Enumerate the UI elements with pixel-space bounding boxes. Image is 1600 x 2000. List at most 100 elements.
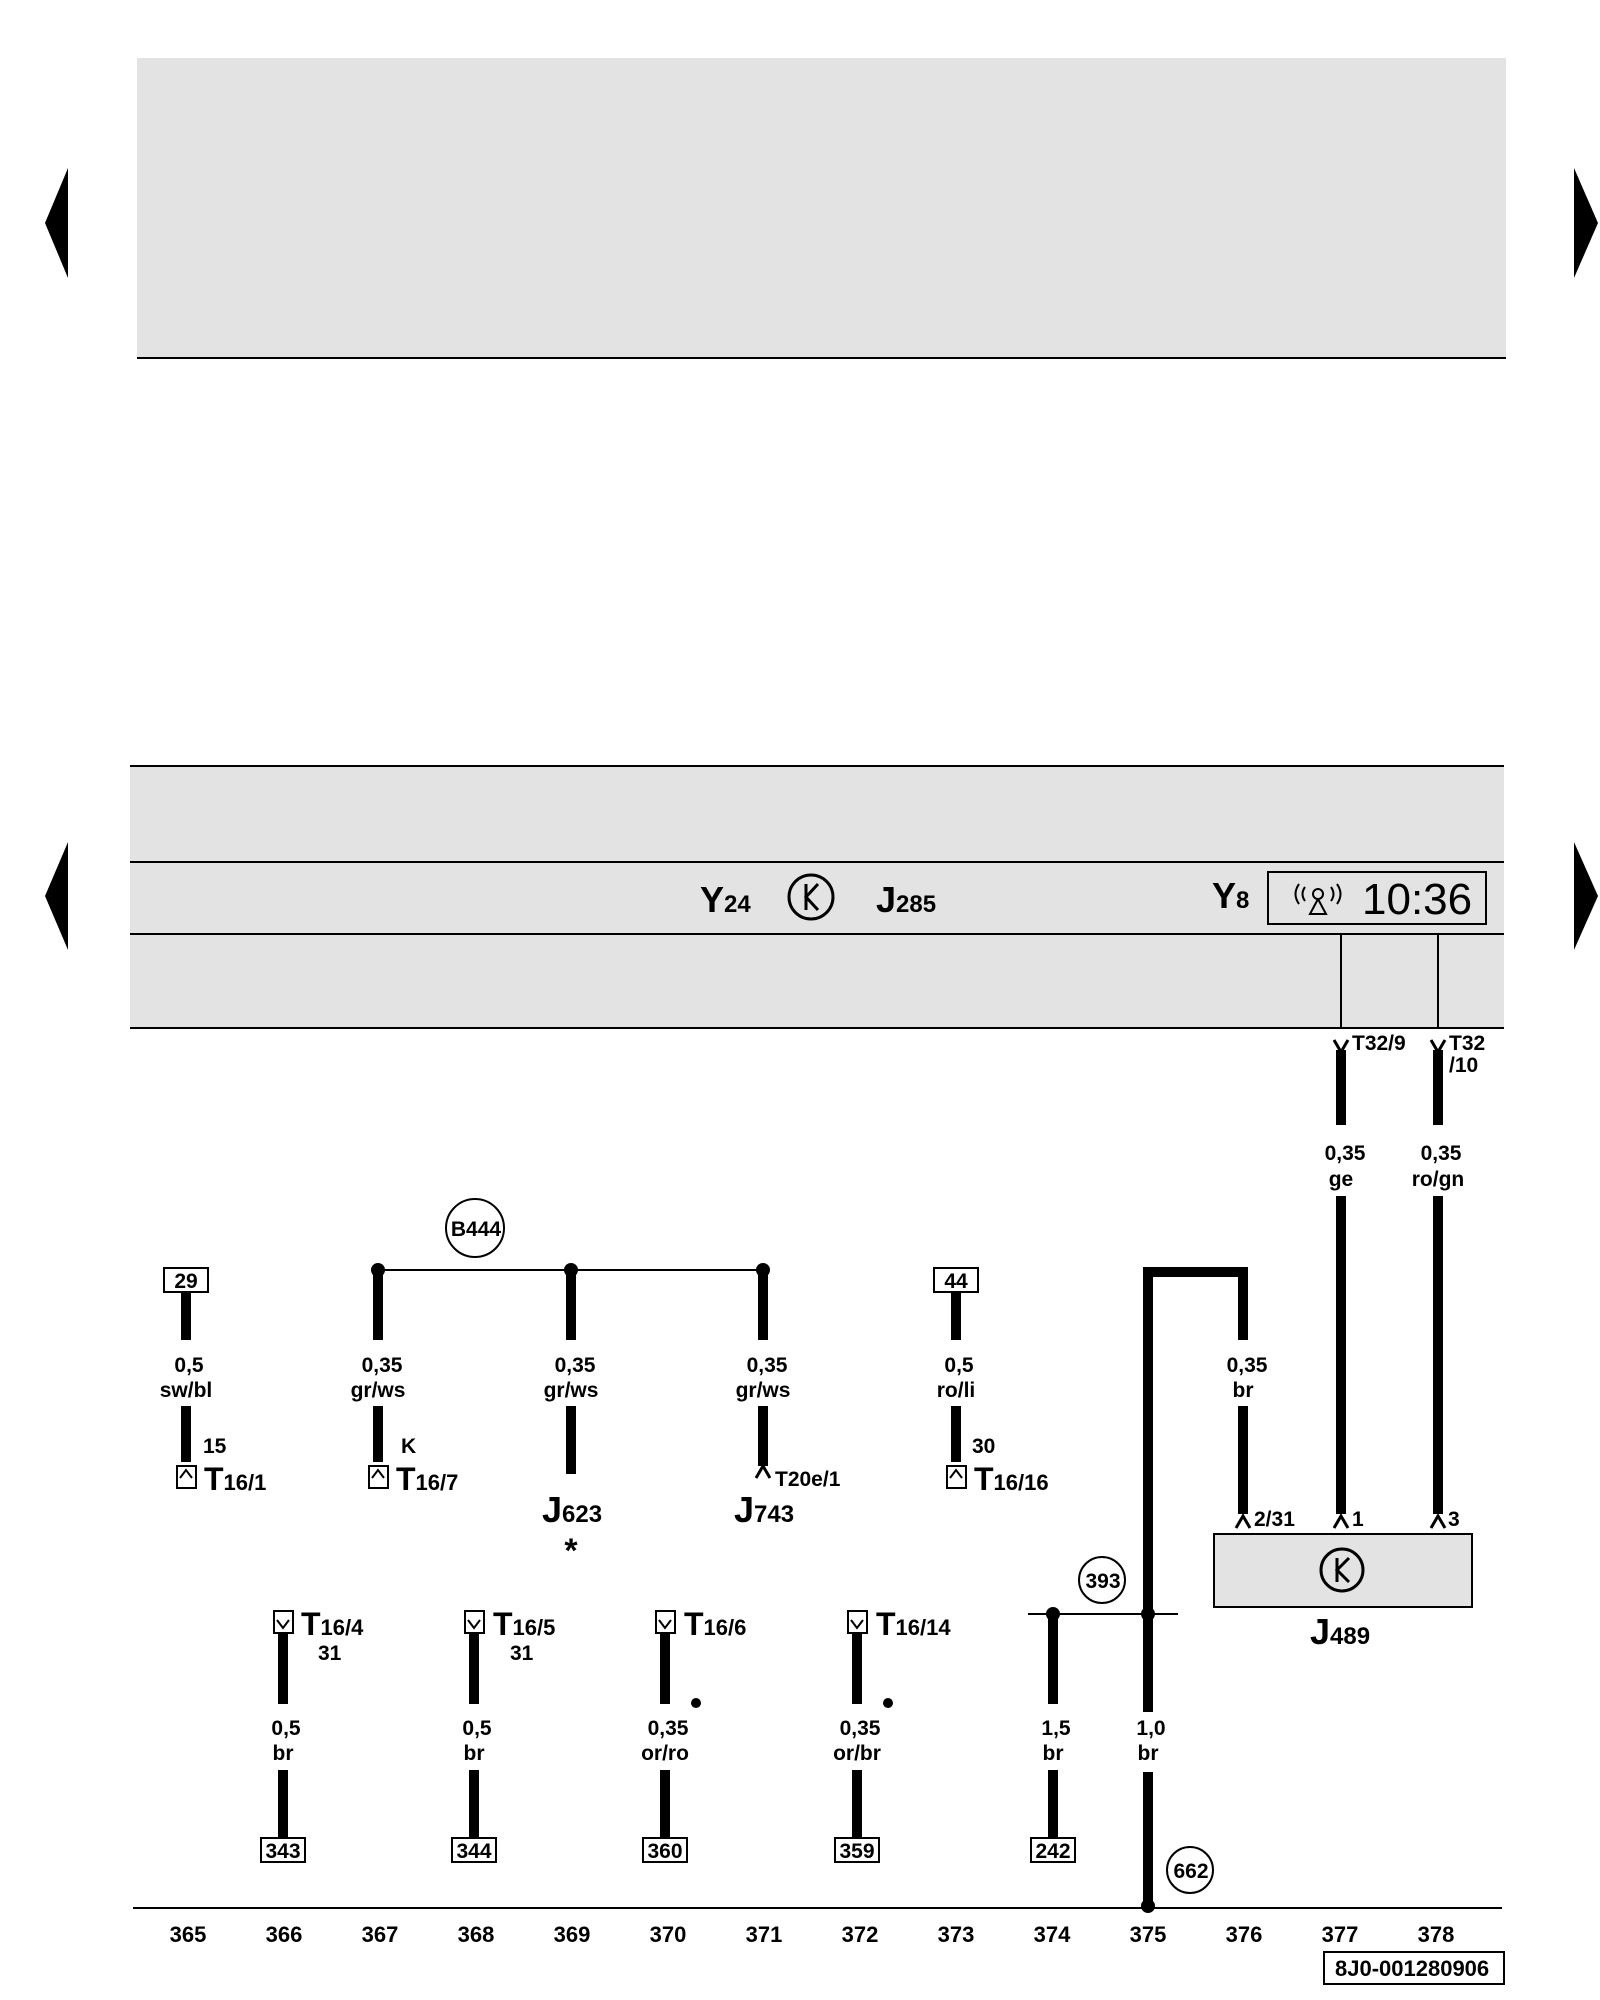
t32-9-pin: T32/9 <box>1352 1032 1406 1055</box>
wire-color: gr/ws <box>736 1379 791 1402</box>
reference-number: 8J0-001280906 <box>1335 1956 1489 1981</box>
t32-10-pin-bottom: /10 <box>1449 1054 1478 1077</box>
ground-node <box>1141 1607 1155 1621</box>
connector-plug-icon <box>946 1465 967 1489</box>
page-prev-arrow-icon[interactable] <box>45 842 68 950</box>
wire-gauge: 0,35 <box>648 1717 689 1740</box>
track-number: 378 <box>1418 1922 1455 1947</box>
j489-pin-label: 3 <box>1448 1508 1460 1531</box>
j489-pin-socket-icon <box>1429 1513 1447 1529</box>
track-number: 366 <box>266 1922 303 1947</box>
page-prev-arrow-icon[interactable] <box>45 168 68 278</box>
terminal-box-label: 344 <box>456 1840 491 1863</box>
header-panel <box>137 58 1506 358</box>
j743-label: J743 <box>734 1489 794 1530</box>
wire-gauge: 1,5 <box>1041 1717 1071 1740</box>
j623-label: J623 <box>542 1489 602 1530</box>
reference-box <box>1323 1951 1505 1985</box>
wire-color: or/ro <box>641 1742 689 1765</box>
j489-box <box>1213 1533 1473 1608</box>
wire-color: br <box>1233 1379 1254 1402</box>
note-dot <box>883 1698 893 1708</box>
track-number: 375 <box>1130 1922 1167 1947</box>
t16-4-label: T16/4 <box>301 1606 364 1642</box>
t20e-1-socket-icon <box>754 1463 772 1479</box>
wire-gauge: 0,35 <box>362 1354 403 1377</box>
airbag-symbol-icon <box>787 873 835 921</box>
j489-pin-socket-icon <box>1332 1513 1350 1529</box>
terminal-box-360 <box>642 1837 688 1863</box>
wire-gauge: 0,35 <box>1325 1142 1366 1165</box>
t16-6-label: T16/6 <box>684 1606 746 1642</box>
b444-label: B444 <box>451 1218 502 1241</box>
j489-label: J489 <box>1310 1611 1370 1652</box>
y8-label: Y8 <box>1212 875 1249 916</box>
t16-7-pin: K <box>401 1435 416 1458</box>
connector-plug-icon <box>176 1465 197 1489</box>
page-next-arrow-icon[interactable] <box>1574 842 1598 950</box>
connector-socket-icon <box>464 1610 485 1634</box>
wire-gauge: 0,35 <box>840 1717 881 1740</box>
badge-393 <box>1078 1556 1126 1604</box>
t16-5-label: T16/5 <box>493 1606 555 1642</box>
note-dot <box>691 1698 701 1708</box>
terminal-box-359 <box>834 1837 880 1863</box>
terminal-box-label: 343 <box>265 1840 300 1863</box>
wire-gauge: 0,35 <box>555 1354 596 1377</box>
clock-time: 10:36 <box>1362 875 1472 924</box>
connector-plug-icon <box>368 1465 389 1489</box>
wire-gauge: 0,5 <box>174 1354 204 1377</box>
track-number: 365 <box>170 1922 207 1947</box>
wire-color: gr/ws <box>544 1379 599 1402</box>
wire-gauge: 0,35 <box>1227 1354 1268 1377</box>
track-number: 369 <box>554 1922 591 1947</box>
wire-color: or/br <box>833 1742 881 1765</box>
j285-label: J285 <box>876 879 936 920</box>
wire-color: gr/ws <box>351 1379 406 1402</box>
terminal-box-label: 359 <box>839 1840 874 1863</box>
track-number: 368 <box>458 1922 495 1947</box>
ground-loop-wire <box>1143 1267 1248 1906</box>
t16-1-label: T16/1 <box>204 1461 266 1497</box>
clock-display: 10:36 <box>1267 871 1487 925</box>
track-number: 372 <box>842 1922 879 1947</box>
track-number: 376 <box>1226 1922 1263 1947</box>
page-next-arrow-icon[interactable] <box>1574 168 1598 278</box>
connector-socket-icon <box>273 1610 294 1634</box>
t16-16-label: T16/16 <box>974 1461 1049 1497</box>
t16-7-label: T16/7 <box>396 1461 458 1497</box>
terminal-box-44 <box>933 1267 979 1293</box>
j489-pin-socket-icon <box>1234 1513 1252 1529</box>
t16-4-pin: 31 <box>318 1642 342 1665</box>
wire-color: br <box>1138 1742 1159 1765</box>
badge-662-label: 662 <box>1173 1860 1208 1883</box>
wire-color: br <box>273 1742 294 1765</box>
terminal-box-label: 44 <box>944 1270 968 1293</box>
track-number: 373 <box>938 1922 975 1947</box>
wire-gauge: 0,5 <box>944 1354 974 1377</box>
t20e-1-pin: T20e/1 <box>775 1468 841 1491</box>
wire-gauge: 0,5 <box>462 1717 492 1740</box>
j489-pin-label: 2/31 <box>1254 1508 1295 1531</box>
t16-1-pin: 15 <box>203 1435 227 1458</box>
track-number: 377 <box>1322 1922 1359 1947</box>
terminal-box-242 <box>1030 1837 1076 1863</box>
wire-color: ro/li <box>937 1379 976 1402</box>
terminal-box-label: 29 <box>174 1270 197 1293</box>
wire-color: ge <box>1329 1168 1354 1191</box>
badge-662 <box>1166 1846 1214 1894</box>
terminal-box-344 <box>451 1837 497 1863</box>
wire-color: ro/gn <box>1412 1168 1465 1191</box>
terminal-box-343 <box>260 1837 306 1863</box>
connector-socket-icon <box>655 1610 676 1634</box>
wire-label-bg <box>1126 1712 1172 1772</box>
radio-clock-icon <box>1294 883 1342 915</box>
wire-gauge: 0,5 <box>271 1717 301 1740</box>
t16-5-pin: 31 <box>510 1642 534 1665</box>
track-number: 367 <box>362 1922 399 1947</box>
wire-color: sw/bl <box>160 1379 213 1402</box>
ground-point-node <box>1141 1899 1155 1913</box>
y24-label: Y24 <box>700 879 751 920</box>
